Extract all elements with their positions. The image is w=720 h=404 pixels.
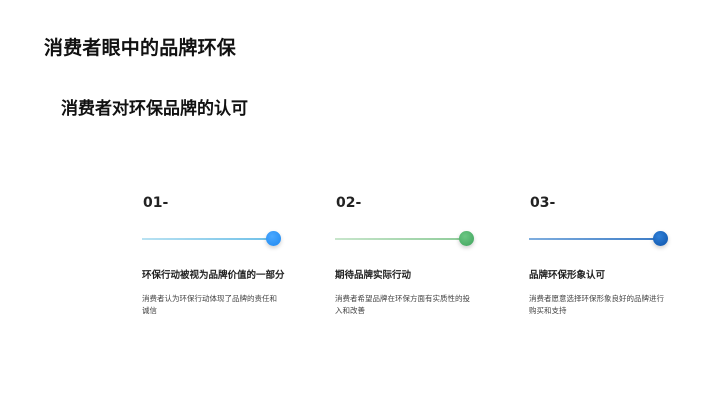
step-timeline [529, 231, 669, 247]
step-timeline [335, 231, 475, 247]
timeline-dot-icon [653, 231, 668, 246]
step-heading: 期待品牌实际行动 [335, 270, 412, 281]
timeline-line [142, 238, 272, 240]
step-heading: 品牌环保形象认可 [529, 270, 606, 281]
step-description: 消费者认为环保行动体现了品牌的责任和诚信 [142, 294, 277, 315]
step-description: 消费者愿意选择环保形象良好的品牌进行购买和支持 [529, 294, 664, 315]
timeline-line [335, 238, 465, 240]
section-subtitle: 消费者对环保品牌的认可 [61, 99, 248, 119]
timeline-dot-icon [459, 231, 474, 246]
timeline-dot-icon [266, 231, 281, 246]
step-01: 01- 环保行动被视为品牌价值的一部分 消费者认为环保行动体现了品牌的责任和诚信 [142, 194, 322, 317]
timeline-line [529, 238, 659, 240]
step-number: 02- [336, 195, 362, 211]
step-number: 03- [530, 195, 556, 211]
step-number: 01- [143, 195, 169, 211]
step-02: 02- 期待品牌实际行动 消费者希望品牌在环保方面有实质性的投入和改善 [335, 194, 515, 317]
page-title: 消费者眼中的品牌环保 [44, 37, 237, 59]
step-heading: 环保行动被视为品牌价值的一部分 [142, 270, 285, 281]
step-03: 03- 品牌环保形象认可 消费者愿意选择环保形象良好的品牌进行购买和支持 [529, 194, 709, 317]
step-description: 消费者希望品牌在环保方面有实质性的投入和改善 [335, 294, 470, 315]
step-timeline [142, 231, 282, 247]
